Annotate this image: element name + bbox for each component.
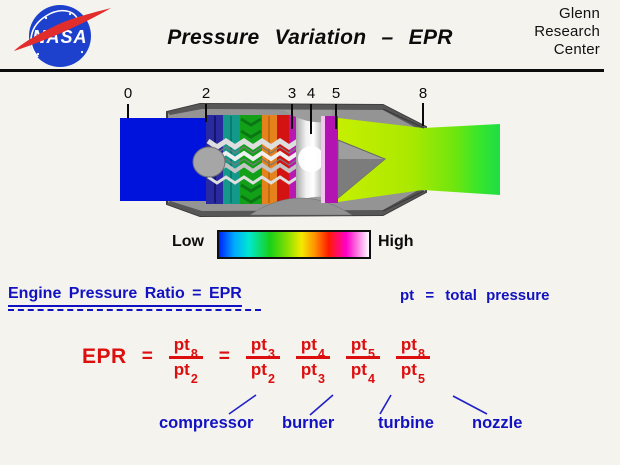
nozzle-inner-edge-top xyxy=(382,108,425,129)
fraction-pt5-pt4: pt5 pt4 xyxy=(345,334,380,385)
epr-heading-dashed-underline xyxy=(8,309,261,311)
pointer-line-turbine xyxy=(379,394,392,415)
total-pressure-note: pt = total pressure xyxy=(400,287,549,304)
page-title: Pressure Variation – EPR xyxy=(167,26,453,49)
star-dot xyxy=(68,12,72,16)
station-number-0: 0 xyxy=(123,85,133,102)
scale-low-label: Low xyxy=(172,233,204,250)
epr-definition-heading: Engine Pressure Ratio = EPR xyxy=(8,285,242,307)
org-line-3: Center xyxy=(553,41,600,58)
burner-casing-top xyxy=(284,110,332,123)
station-number-2: 2 xyxy=(201,85,211,102)
engine-spinner xyxy=(192,146,226,178)
nasa-swoosh-icon xyxy=(14,8,111,51)
frac3-den: pt xyxy=(350,359,367,379)
frac2-num: pt xyxy=(300,335,317,354)
frac1-num: pt xyxy=(250,335,267,354)
star-dot xyxy=(44,16,48,20)
header-divider xyxy=(0,69,604,72)
frac3-den-sub: 4 xyxy=(367,371,375,386)
label-nozzle: nozzle xyxy=(472,414,523,432)
frac4-den-sub: 5 xyxy=(417,371,425,386)
bottom-casing-mound xyxy=(249,197,353,216)
equation-equals-2: = xyxy=(218,346,230,368)
fraction-pt8-pt2: pt8 pt2 xyxy=(168,334,203,385)
equation-equals-1: = xyxy=(141,346,153,368)
pointer-line-nozzle xyxy=(452,395,488,415)
station-number-3: 3 xyxy=(287,85,297,102)
station-number-5: 5 xyxy=(331,85,341,102)
burner-glow xyxy=(298,146,324,172)
component-pointer-lines xyxy=(228,394,488,416)
turbine-exit-pale-band xyxy=(321,116,325,203)
label-compressor: compressor xyxy=(159,414,254,432)
org-line-2: Research xyxy=(534,23,600,40)
turbine-exit-band xyxy=(325,116,338,203)
frac1-den-sub: 2 xyxy=(267,371,275,386)
frac2-den: pt xyxy=(300,359,317,379)
station-number-4: 4 xyxy=(306,85,316,102)
frac4-num: pt xyxy=(400,335,417,354)
frac3-num: pt xyxy=(350,335,367,354)
frac0-num: pt xyxy=(173,335,190,354)
equation-lhs: EPR xyxy=(82,345,127,369)
frac4-num-sub: 8 xyxy=(417,347,425,362)
frac2-den-sub: 3 xyxy=(317,371,325,386)
nozzle-inner-edge-bottom xyxy=(382,190,425,212)
frac3-num-sub: 5 xyxy=(367,347,375,362)
frac0-num-sub: 8 xyxy=(190,347,198,362)
pt-text: total pressure xyxy=(445,287,550,304)
exhaust-plume xyxy=(338,118,500,202)
star-dot xyxy=(80,50,84,54)
engine-diagram xyxy=(120,102,500,218)
pressure-color-scale xyxy=(217,230,371,259)
pt-symbol: pt xyxy=(400,287,415,304)
pointer-line-burner xyxy=(309,394,334,416)
org-line-1: Glenn xyxy=(558,5,600,22)
label-turbine: turbine xyxy=(378,414,434,432)
star-dot xyxy=(36,52,40,56)
fraction-pt8-pt5: pt8 pt5 xyxy=(395,334,430,385)
frac4-den: pt xyxy=(400,359,417,379)
frac2-num-sub: 4 xyxy=(317,347,325,362)
nasa-logo: NASA xyxy=(14,5,111,67)
label-burner: burner xyxy=(282,414,335,432)
frac0-den: pt xyxy=(173,359,190,379)
org-name: Glenn Research Center xyxy=(534,5,600,59)
station-ticks xyxy=(127,103,424,134)
inlet-flow-region xyxy=(120,118,206,201)
pointer-line-compressor xyxy=(228,394,257,415)
tail-cone-shade xyxy=(338,159,385,198)
fraction-pt3-pt2: pt3 pt2 xyxy=(245,334,280,385)
pt-equals: = xyxy=(425,287,435,304)
nacelle-top-shadow xyxy=(167,104,426,130)
epr-equation: EPR = pt8 pt2 = pt3 pt2 pt4 pt3 pt5 pt4 … xyxy=(82,334,438,385)
frac1-den: pt xyxy=(250,359,267,379)
station-number-8: 8 xyxy=(418,85,428,102)
scale-high-label: High xyxy=(378,233,414,250)
frac1-num-sub: 3 xyxy=(267,347,275,362)
fraction-pt4-pt3: pt4 pt3 xyxy=(295,334,330,385)
frac0-den-sub: 2 xyxy=(190,371,198,386)
